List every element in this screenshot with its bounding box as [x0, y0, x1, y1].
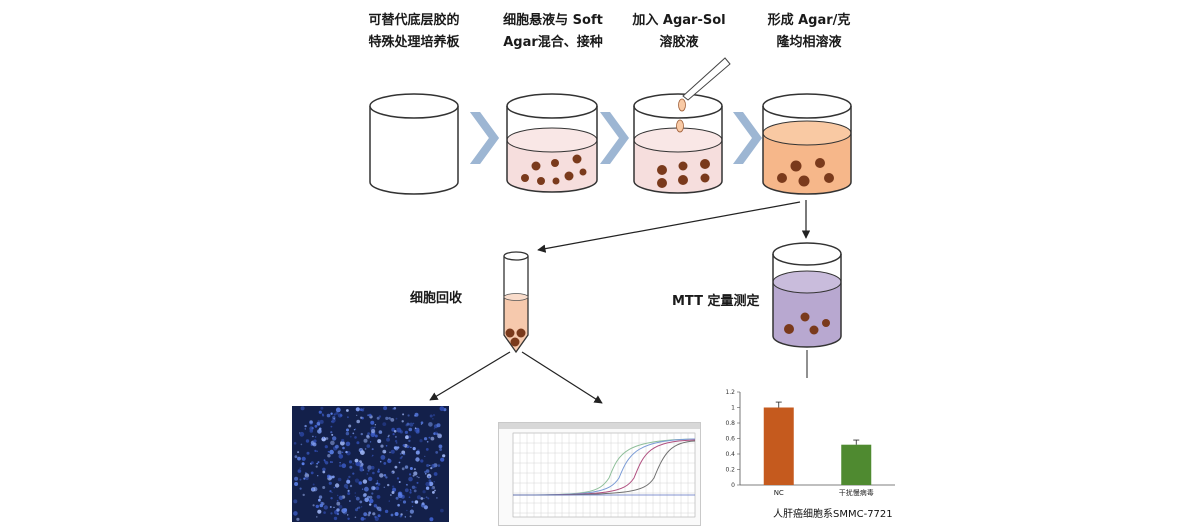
bar-1 [841, 444, 872, 485]
step3-line1: 加入 Agar-Sol [632, 13, 726, 28]
step-arrow-2 [600, 112, 629, 164]
mtt-label: MTT 定量测定 [672, 294, 760, 309]
y-tick-label: 0.4 [725, 451, 735, 458]
y-tick-label: 1 [731, 405, 735, 412]
beaker-empty [369, 93, 459, 195]
qpcr-plot [498, 422, 701, 526]
step-arrow-1b [470, 112, 499, 164]
beaker-mtt [772, 242, 842, 348]
step1-line2: 特殊处理培养板 [368, 35, 460, 50]
bar-0 [763, 407, 794, 485]
chart-caption: 人肝癌细胞系SMMC-7721 [773, 509, 893, 520]
y-tick-label: 0.6 [725, 436, 735, 443]
step2-label: 细胞悬液与 Soft Agar混合、接种 [490, 10, 616, 54]
y-tick-label: 0.2 [725, 467, 735, 474]
centrifuge-tube [503, 251, 529, 354]
x-category-label: NC [774, 489, 784, 497]
cell-recovery-label: 细胞回收 [410, 291, 463, 306]
step4-label: 形成 Agar/克 隆均相溶液 [750, 10, 868, 54]
beaker-homogeneous [762, 93, 852, 195]
y-tick-label: 0.8 [725, 420, 735, 427]
beaker-soft-agar [506, 93, 598, 193]
step3-label: 加入 Agar-Sol 溶胶液 [620, 10, 738, 54]
y-tick-label: 0 [731, 482, 735, 489]
y-tick-label: 1.2 [725, 389, 735, 396]
microscopy-image [292, 406, 449, 522]
step4-line1: 形成 Agar/克 [767, 13, 851, 28]
step2-line2: Agar混合、接种 [503, 35, 603, 50]
beaker-agar-sol [633, 57, 731, 194]
step1-line1: 可替代底层胶的 [368, 13, 460, 28]
x-category-label: 干扰慢病毒 [839, 488, 874, 497]
step4-line2: 隆均相溶液 [776, 35, 842, 50]
arrow-to-microscopy [429, 351, 511, 401]
pipette-icon [682, 57, 731, 101]
arrow-to-recovery [537, 201, 801, 253]
arrow-to-qpcr [521, 351, 603, 404]
step-arrow-3 [733, 112, 762, 164]
step2-line1: 细胞悬液与 Soft [503, 13, 603, 28]
step3-line2: 溶胶液 [659, 35, 699, 50]
step1-label: 可替代底层胶的 特殊处理培养板 [356, 10, 472, 54]
